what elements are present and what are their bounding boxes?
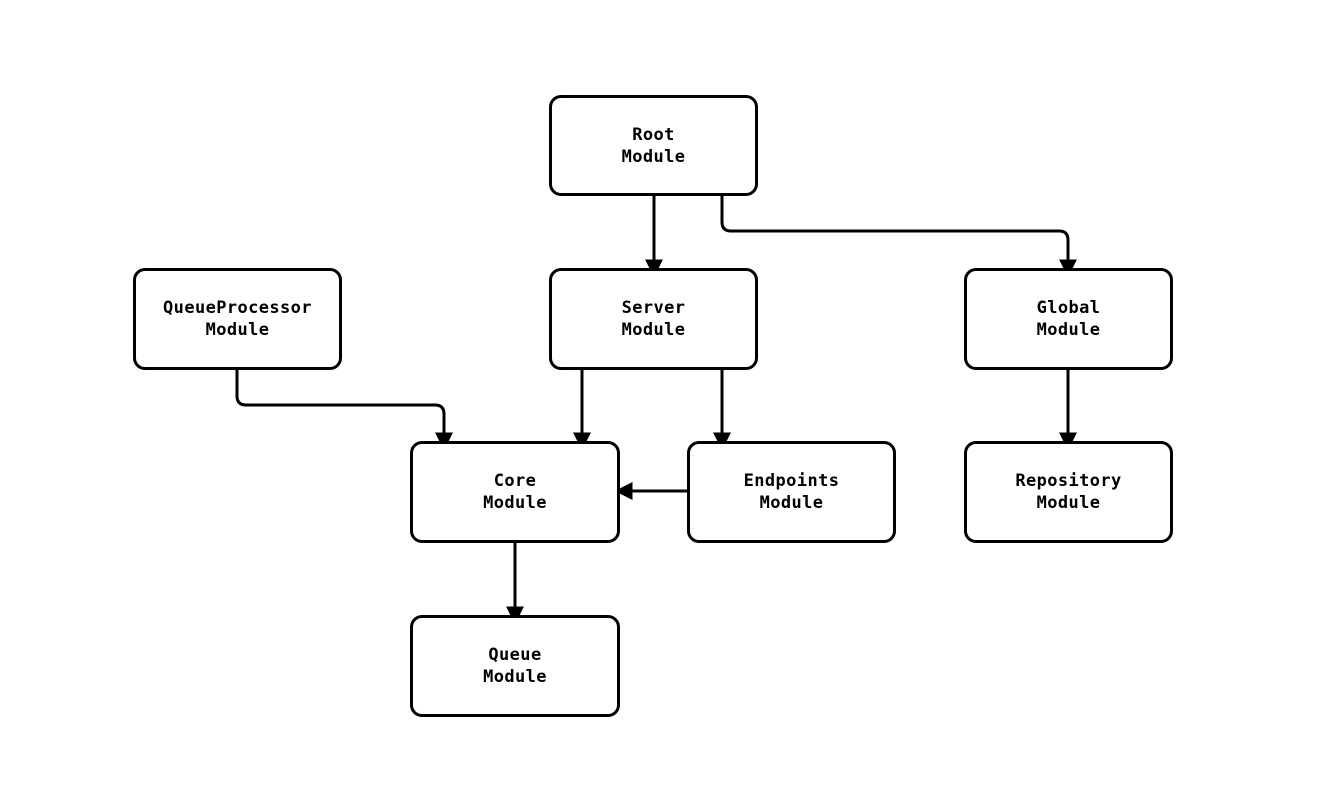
node-queue-line1: Queue <box>488 645 542 665</box>
node-root-line2: Module <box>621 146 686 167</box>
node-root[interactable]: Root Module <box>549 95 758 196</box>
edge-queueprocessor-to-core <box>235 370 453 451</box>
node-repository[interactable]: Repository Module <box>964 441 1173 543</box>
edge-root-to-global <box>720 196 1077 278</box>
node-queue[interactable]: Queue Module <box>410 615 620 717</box>
node-server-line1: Server <box>621 298 686 318</box>
node-core[interactable]: Core Module <box>410 441 620 543</box>
node-endpoints-line1: Endpoints <box>743 471 840 491</box>
node-queueprocessor-line1: QueueProcessor <box>163 298 312 318</box>
node-global-line1: Global <box>1036 298 1101 318</box>
node-endpoints-line2: Module <box>759 493 824 513</box>
node-core-line1: Core <box>493 471 537 491</box>
node-repository-line1: Repository <box>1015 471 1122 491</box>
node-queueprocessor-line2: Module <box>205 320 270 340</box>
node-repository-line2: Module <box>1036 493 1101 513</box>
node-queueprocessor[interactable]: QueueProcessor Module <box>133 268 342 370</box>
node-server-line2: Module <box>621 320 686 340</box>
edge-paths <box>235 196 1077 625</box>
node-endpoints[interactable]: Endpoints Module <box>687 441 896 543</box>
node-server[interactable]: Server Module <box>549 268 758 370</box>
node-queue-line2: Module <box>483 667 547 687</box>
node-core-line2: Module <box>483 493 547 513</box>
node-root-line1: Root <box>632 124 675 145</box>
node-global[interactable]: Global Module <box>964 268 1173 370</box>
node-global-line2: Module <box>1036 320 1101 340</box>
